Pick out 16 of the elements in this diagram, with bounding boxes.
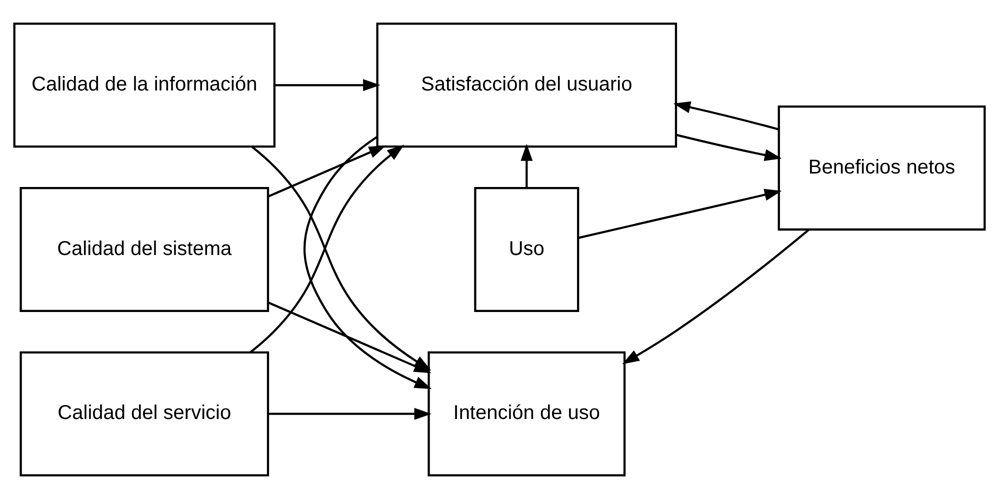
arrow bbox=[676, 133, 782, 160]
node-box: Calidad de la información bbox=[13, 22, 276, 148]
arrow bbox=[250, 144, 404, 352]
arrow bbox=[274, 78, 380, 91]
node-box: Intención de uso bbox=[428, 350, 626, 476]
node-box: Satisfacción del usuario bbox=[376, 22, 678, 148]
arrow bbox=[578, 188, 782, 238]
arrow bbox=[268, 407, 432, 420]
node-box: Beneficios netos bbox=[778, 105, 986, 230]
arrow bbox=[268, 144, 386, 197]
node-box: Calidad del servicio bbox=[20, 350, 270, 476]
arrow bbox=[622, 228, 810, 364]
node-box: Calidad del sistema bbox=[20, 186, 270, 312]
arrow bbox=[673, 100, 779, 130]
node-box: Uso bbox=[474, 186, 580, 312]
arrow bbox=[520, 143, 533, 188]
